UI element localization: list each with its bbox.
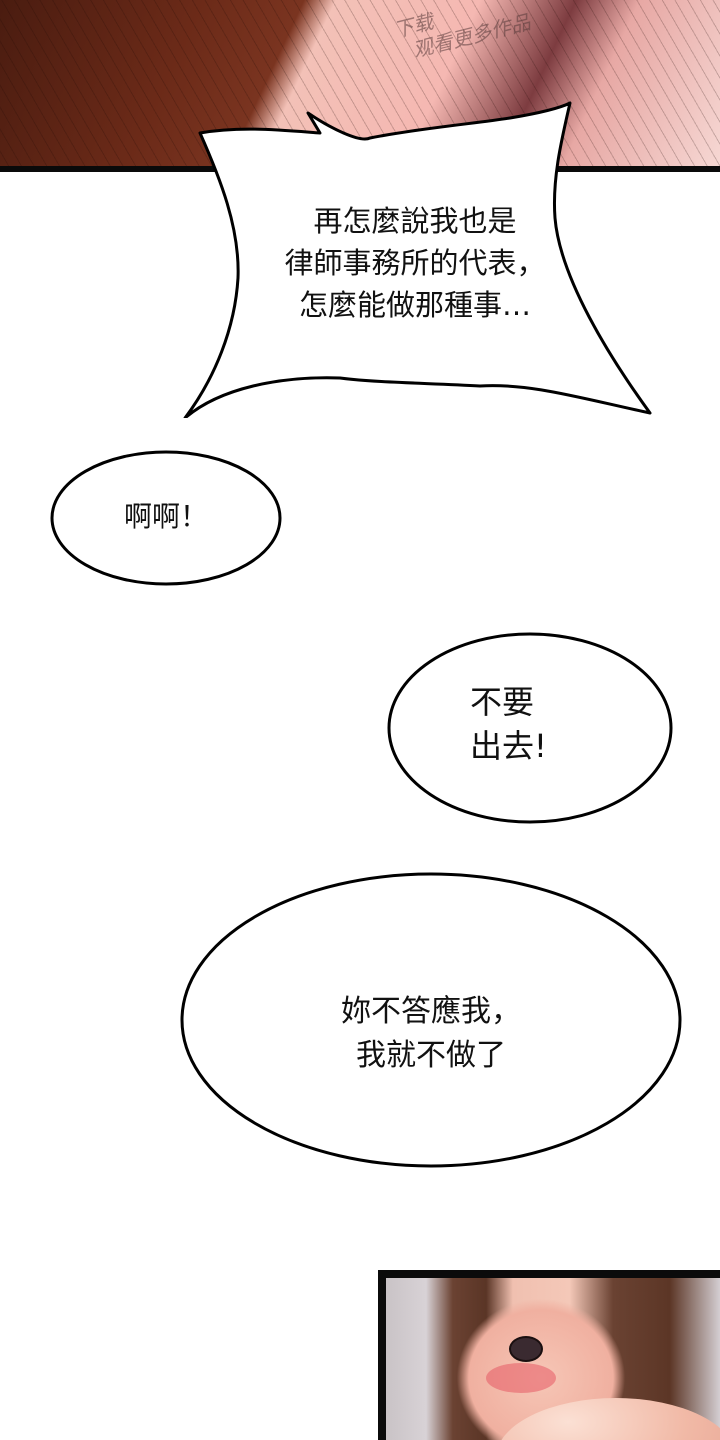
panel-illustration [386,1278,720,1440]
top-comic-panel: 下载 观看更多作品 [0,0,720,172]
blush [486,1363,556,1393]
character-eye [509,1336,543,1362]
oval-bubble-3-text: 妳不答應我， 我就不做了 [341,994,521,1073]
spiky-bubble-text: 再怎麼說我也是 律師事務所的代表， 怎麼能做那種事… [284,204,546,322]
bottom-comic-panel [378,1270,720,1440]
oval-speech-bubble-1 [50,450,282,586]
oval-bubble-1-text: 啊啊！ [123,500,208,533]
spiky-speech-bubble [183,101,652,418]
oval-speech-bubble-3 [180,872,682,1168]
oval-speech-bubble-2 [387,632,673,824]
oval-bubble-2-text: 不要 出去! [470,683,547,765]
